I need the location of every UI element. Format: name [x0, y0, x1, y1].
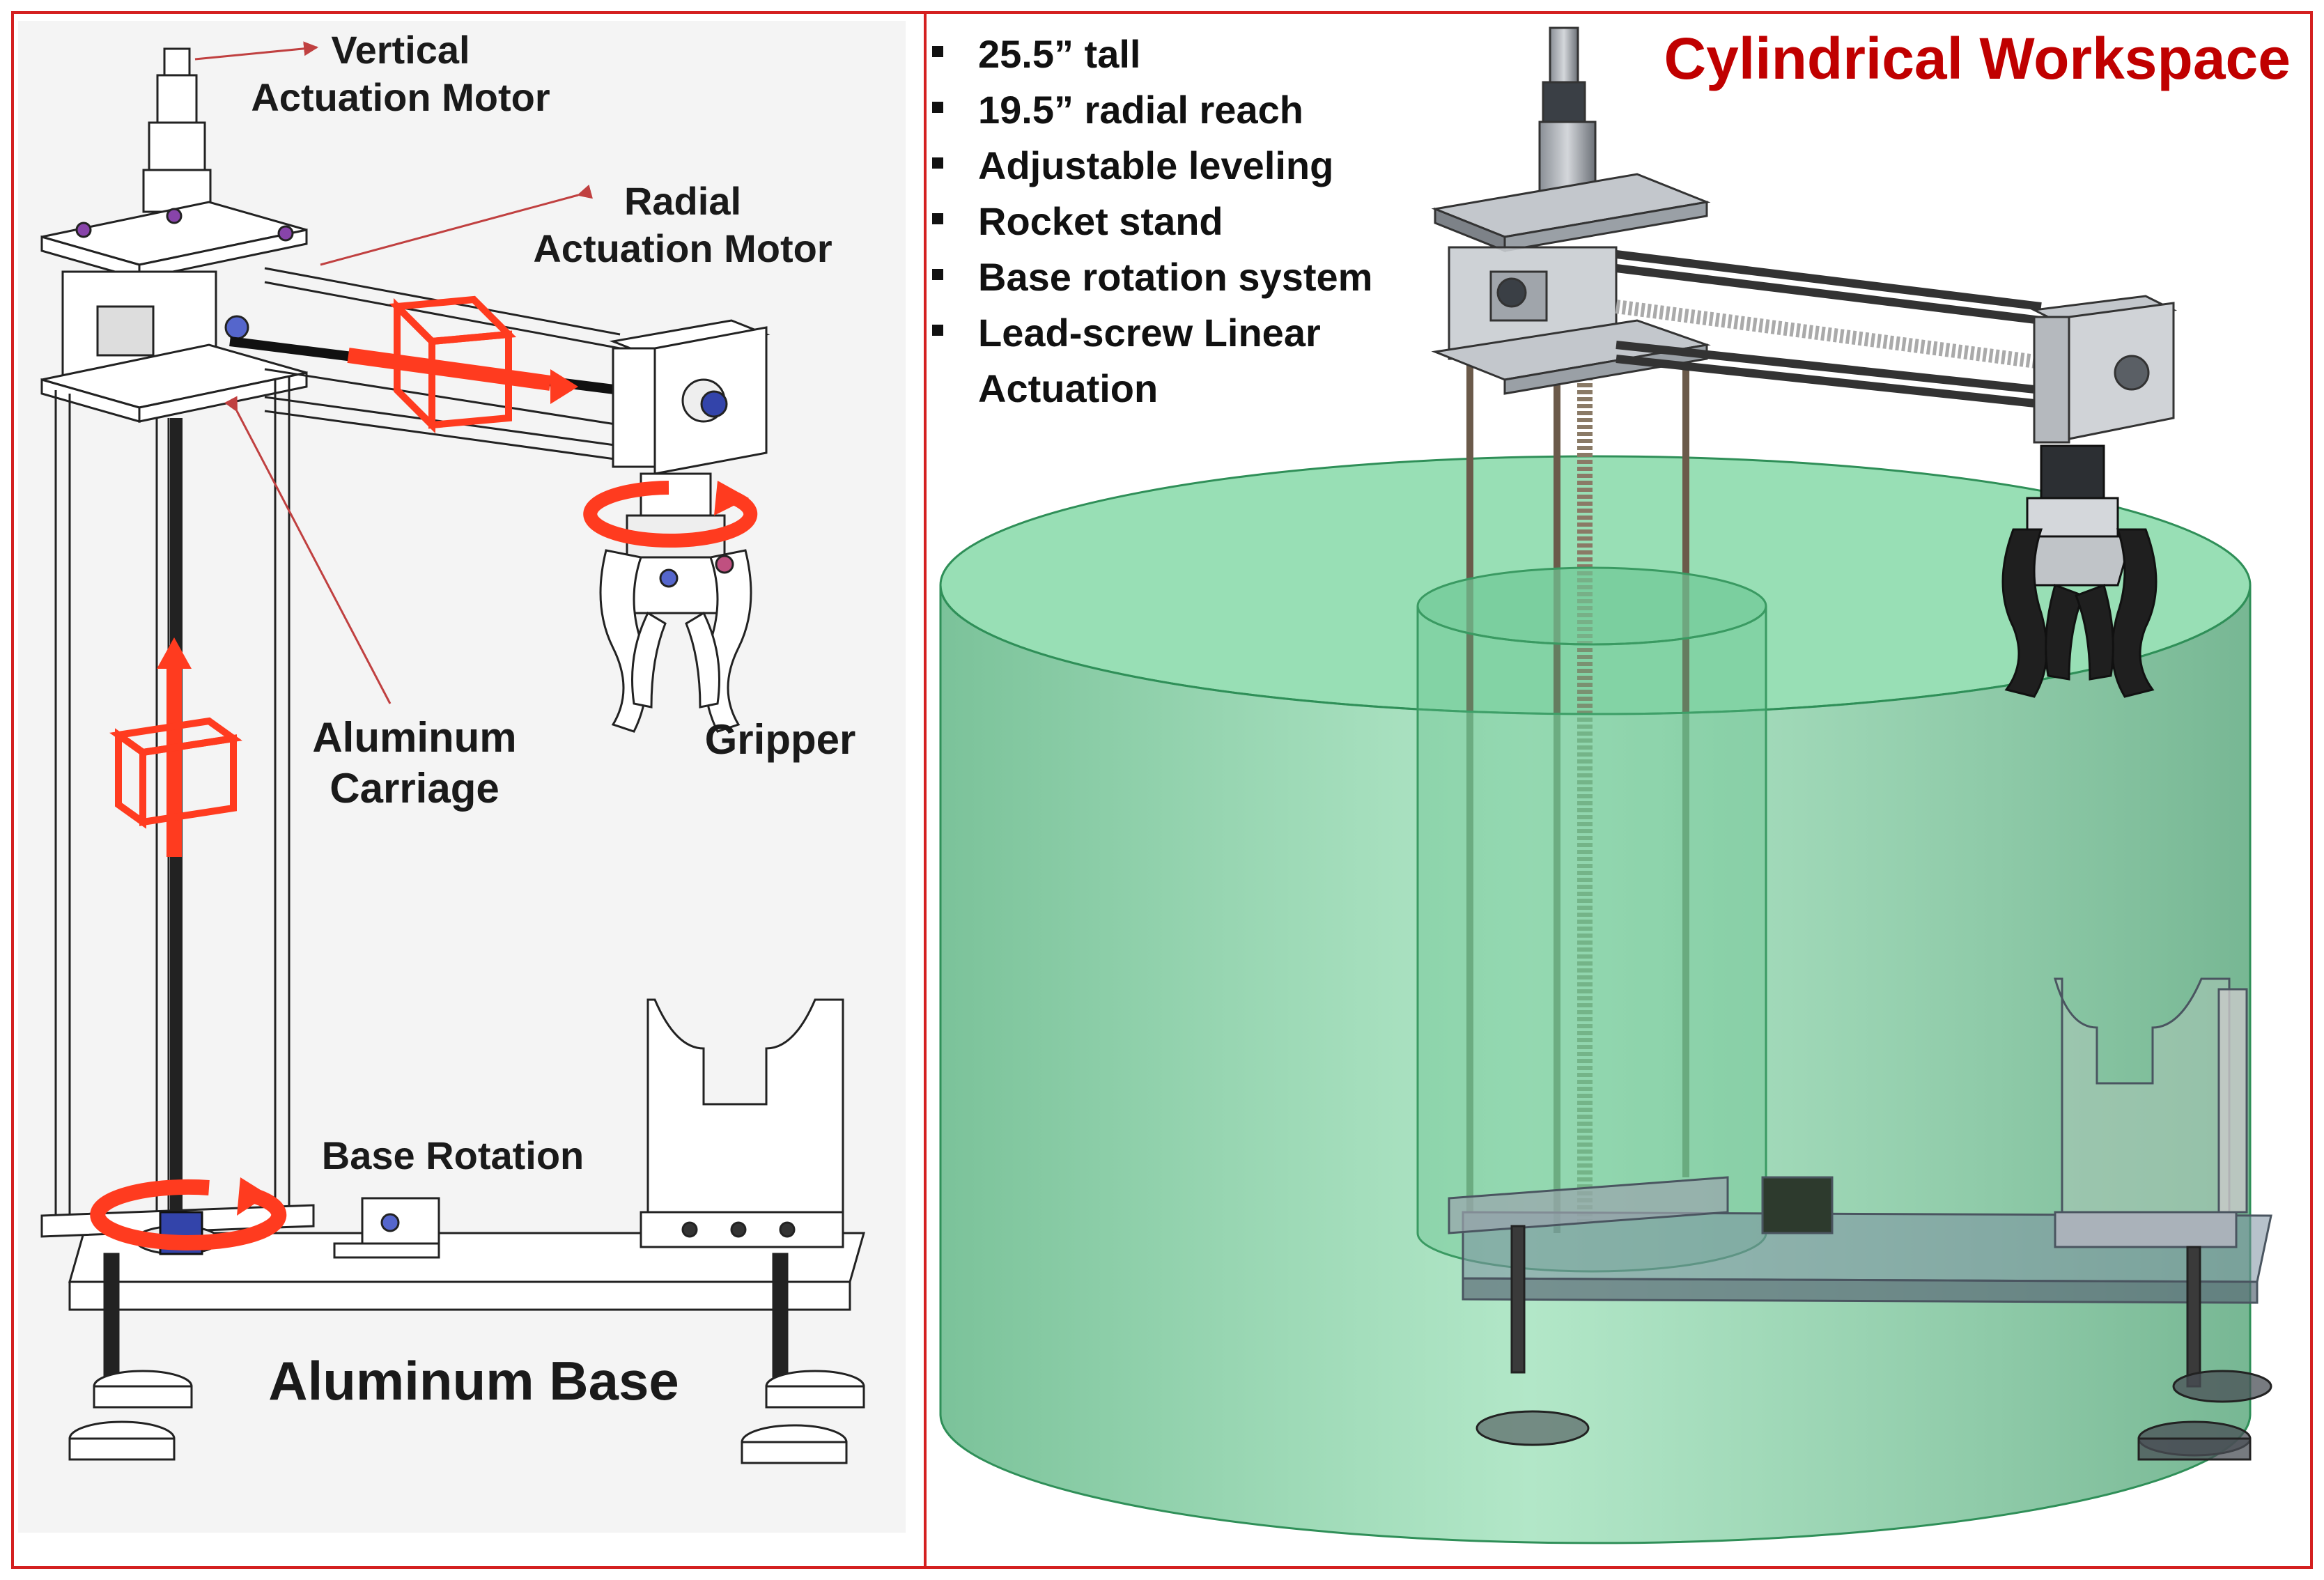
top-plate-drawing — [40, 201, 308, 423]
right-panel — [939, 26, 2272, 1544]
left-panel — [18, 21, 906, 1533]
radial-screw-right — [1615, 300, 2043, 369]
gripper-right — [2001, 444, 2158, 698]
base-plate-right — [1448, 977, 2272, 1304]
gripper-label: Gripper — [704, 716, 856, 763]
leveling-feet-drawing — [68, 1253, 865, 1464]
base-label: Aluminum Base — [268, 1350, 679, 1411]
base-rotation-unit-drawing — [333, 1197, 440, 1259]
vertical-motion-arrow — [109, 637, 242, 857]
leader-lines — [194, 41, 593, 704]
workspace-cylinder-body — [939, 584, 2252, 1544]
radial-rails-right — [1616, 250, 2042, 408]
carriage-drawing — [609, 319, 770, 475]
base-rotation-label: Base Rotation — [321, 1133, 584, 1177]
base-rotation-arrow — [90, 1177, 287, 1250]
vertical-motor-drawing — [142, 47, 212, 213]
vertical-motor-label: Vertical Actuation Motor — [251, 28, 550, 120]
carriage-label: Aluminum Carriage — [312, 714, 517, 812]
leveling-feet-right — [1475, 1225, 2272, 1461]
feature-item: Adjustable leveling — [920, 138, 1372, 194]
feature-item: 25.5” tall — [920, 26, 1372, 82]
vertical-rods-drawing — [54, 376, 290, 1247]
feature-list: 25.5” tall 19.5” radial reach Adjustable… — [920, 26, 1372, 417]
feature-item: Base rotation system — [920, 249, 1372, 305]
radial-motor-label: Radial Actuation Motor — [533, 179, 832, 271]
end-carriage-right — [2030, 295, 2178, 444]
gripper-rotation-arrow — [583, 481, 758, 548]
panel-frames — [11, 11, 2313, 1569]
feature-item: Rocket stand — [920, 194, 1372, 249]
robot-top-assembly-right — [1431, 26, 1711, 395]
inner-cylinder-body — [1416, 605, 1767, 1273]
feature-item-continuation: Actuation — [978, 366, 1159, 410]
rocket-stand-drawing — [640, 998, 844, 1248]
feature-item: 19.5” radial reach — [920, 82, 1372, 138]
workspace-title: Cylindrical Workspace — [1664, 26, 2291, 91]
feature-item: Lead-screw Linear — [920, 305, 1372, 361]
radial-motion-arrow — [347, 295, 578, 434]
